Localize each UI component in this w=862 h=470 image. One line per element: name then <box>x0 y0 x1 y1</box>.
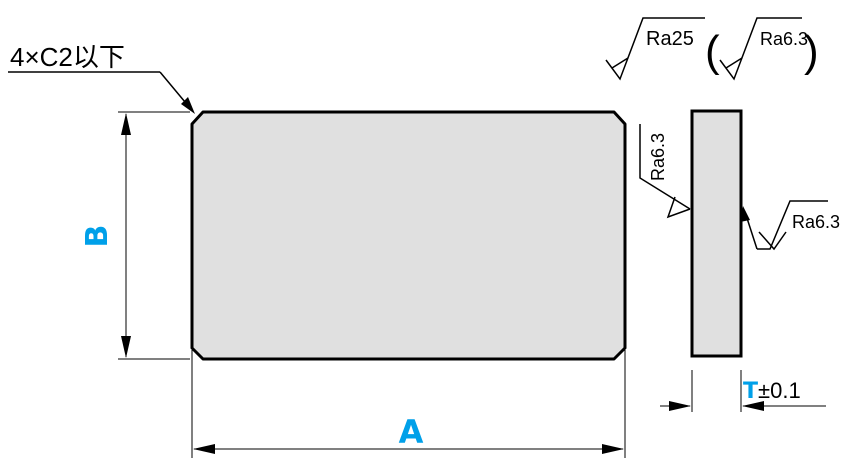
dimension-a-arrow-right <box>602 444 624 454</box>
plate-front-view <box>190 110 627 361</box>
thickness-symbol: T <box>743 379 758 404</box>
roughness-symbol-paren <box>719 17 802 81</box>
paren-open: ( <box>705 27 720 76</box>
dimension-t-label: T±0.1 <box>743 378 801 404</box>
dimension-b-arrow-top <box>121 113 131 135</box>
roughness-symbol-general <box>605 17 705 81</box>
roughness-top-edge-value: Ra6.3 <box>648 133 668 181</box>
dimension-a-arrow-left <box>193 444 215 454</box>
dimension-b-arrow-bottom <box>121 336 131 358</box>
paren-close: ) <box>804 27 819 76</box>
roughness-paren-value: Ra6.3 <box>760 29 808 49</box>
roughness-side-face-value: Ra6.3 <box>792 212 840 232</box>
plate-side-view <box>690 109 743 358</box>
dimension-b-label: B <box>80 225 115 248</box>
thickness-tolerance: ±0.1 <box>758 378 801 403</box>
dimension-a-label: A <box>399 413 424 451</box>
roughness-symbol-top-edge <box>639 124 691 219</box>
dimension-b-lines <box>118 111 190 360</box>
chamfer-leader-arrow <box>181 97 195 114</box>
chamfer-leader <box>8 71 191 109</box>
roughness-general-value: Ra25 <box>646 28 694 50</box>
chamfer-note: 4×C2以下 <box>10 42 125 72</box>
dimension-t-arrow-right <box>742 401 764 411</box>
dimension-a-lines <box>191 350 626 458</box>
side-face-leader-arrow <box>740 206 750 222</box>
dimension-t-arrow-left <box>669 401 691 411</box>
